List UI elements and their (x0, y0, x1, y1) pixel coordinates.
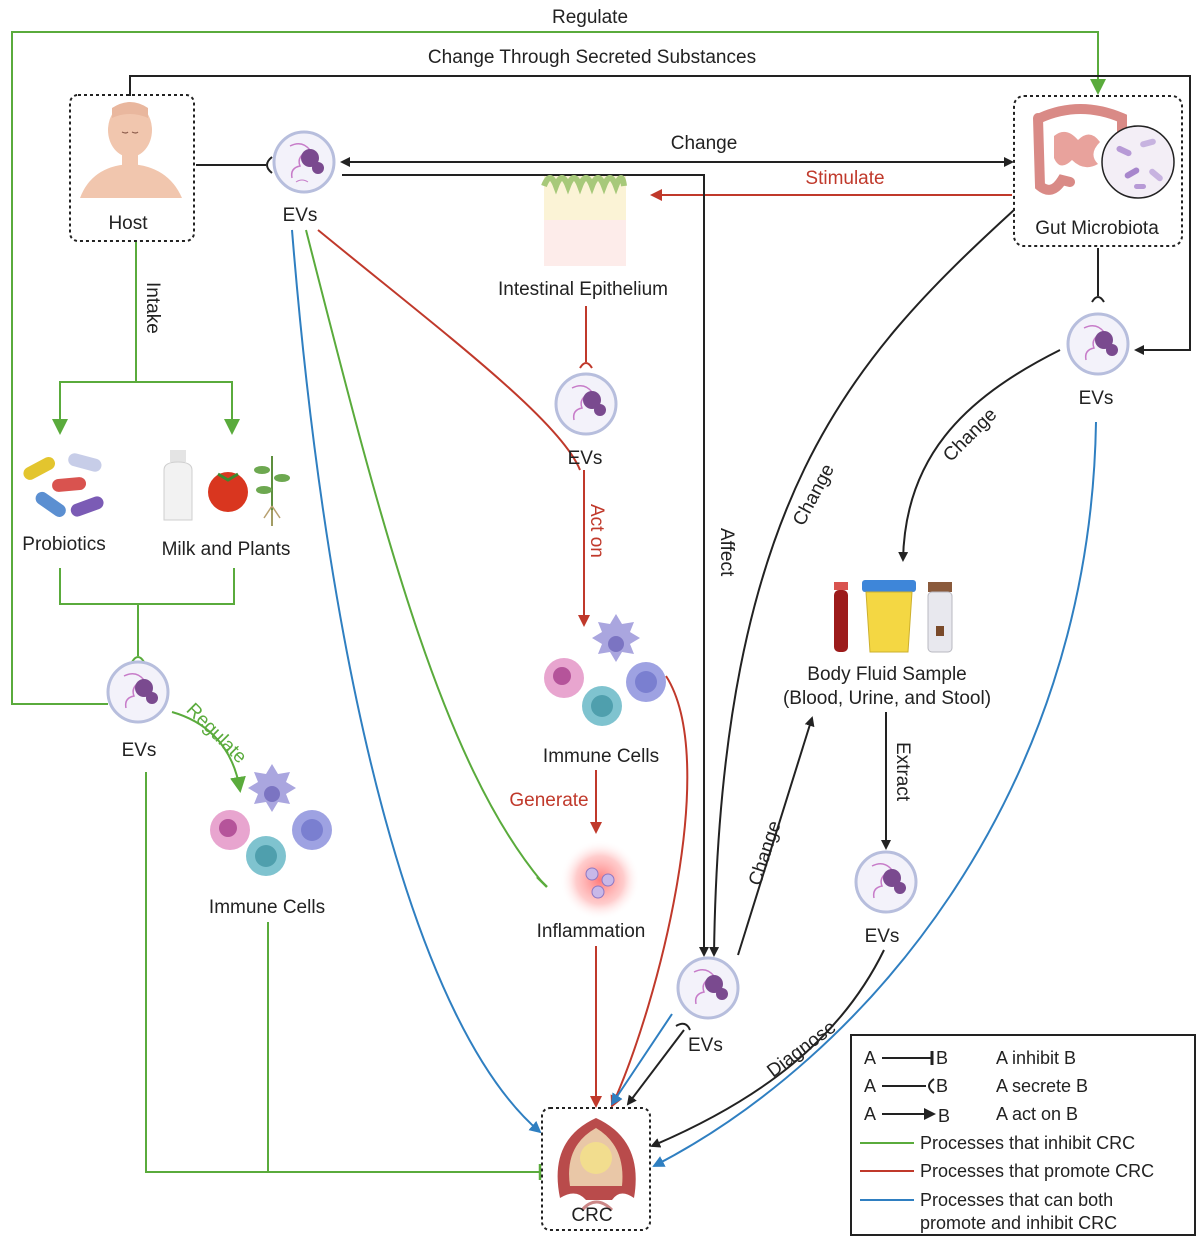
extract-label: Extract (892, 742, 913, 802)
legend-b-3: B (938, 1106, 951, 1126)
gut-microbiota-box (1013, 95, 1183, 247)
stimulate-label: Stimulate (805, 168, 885, 189)
inflammation-label: Inflammation (536, 921, 646, 942)
legend-blue-text-2: promote and inhibit CRC (920, 1213, 1118, 1233)
ev-icon-left (106, 660, 170, 724)
evs-top-label: EVs (282, 205, 318, 226)
evs-epithelium-label: EVs (567, 448, 603, 469)
host-label: Host (108, 213, 148, 234)
body-fluid-label-1: Body Fluid Sample (807, 664, 967, 685)
generate-label: Generate (509, 790, 589, 811)
legend-red-text: Processes that promote CRC (920, 1161, 1155, 1181)
host-icon (80, 102, 182, 198)
legend-green-text: Processes that inhibit CRC (920, 1133, 1136, 1153)
milk-plants-label: Milk and Plants (161, 539, 291, 560)
immune-cells-center-icon (544, 614, 666, 726)
intestinal-epithelium-icon (541, 175, 627, 266)
secreted-substances-line (129, 75, 1191, 355)
legend-a-2: A (864, 1076, 877, 1096)
probiotics-label: Probiotics (22, 534, 106, 555)
probiotics-icon (23, 453, 104, 517)
affect-line (342, 174, 709, 957)
legend-a-3: A (864, 1104, 877, 1124)
gut-microbiota-label: Gut Microbiota (1035, 218, 1159, 239)
change-top-label: Change (670, 133, 738, 154)
ev-icon-extract (854, 850, 918, 914)
evs-right-label: EVs (1078, 388, 1114, 409)
change-body-fluid-line (898, 349, 1061, 562)
ev-icon-top (272, 130, 336, 194)
crc-icon (557, 1118, 636, 1212)
legend-act-on: A act on B (996, 1104, 1079, 1124)
crc-box (541, 1107, 651, 1231)
legend-secrete: A secrete B (996, 1076, 1089, 1096)
legend-b-1: B (936, 1048, 949, 1068)
ev-icon-epithelium (554, 372, 618, 436)
immune-cells-left-icon (210, 764, 332, 876)
host-secrete-cup (266, 156, 273, 174)
milk-plants-icon (163, 450, 290, 526)
crc-label: CRC (571, 1205, 613, 1226)
change-secreted-label: Change Through Secreted Substances (427, 47, 757, 68)
host-box (69, 94, 195, 242)
legend-inhibit: A inhibit B (996, 1048, 1077, 1068)
evs-left-label: EVs (121, 740, 157, 761)
gut-change-line (709, 209, 1015, 957)
affect-label: Affect (716, 528, 737, 577)
connectors (11, 31, 1191, 1180)
body-fluid-icon (834, 580, 953, 653)
body-fluid-label-2: (Blood, Urine, and Stool) (782, 688, 992, 709)
immune-cells-left-label: Immune Cells (208, 897, 326, 918)
regulate-top-label: Regulate (551, 7, 629, 28)
ev-icon-right (1066, 312, 1130, 376)
legend-symbols (860, 1051, 936, 1201)
legend: A B A inhibit B A B A secrete B A B A ac… (850, 1034, 1196, 1236)
act-on-label: Act on (586, 504, 607, 558)
legend-b-2: B (936, 1076, 949, 1096)
immune-cells-center-label: Immune Cells (542, 746, 660, 767)
evs-extract-label: EVs (864, 926, 900, 947)
intestinal-epithelium-label: Intestinal Epithelium (497, 279, 669, 300)
evs-bottom-label: EVs (688, 1035, 723, 1056)
inflammation-icon (560, 840, 640, 920)
regulate-loop-line (11, 31, 1106, 705)
ev-icon-bottom (676, 956, 740, 1020)
legend-blue-text-1: Processes that can both (920, 1190, 1114, 1210)
gut-microbiota-icon (1033, 104, 1175, 199)
intake-label: Intake (142, 282, 163, 334)
legend-a-1: A (864, 1048, 877, 1068)
